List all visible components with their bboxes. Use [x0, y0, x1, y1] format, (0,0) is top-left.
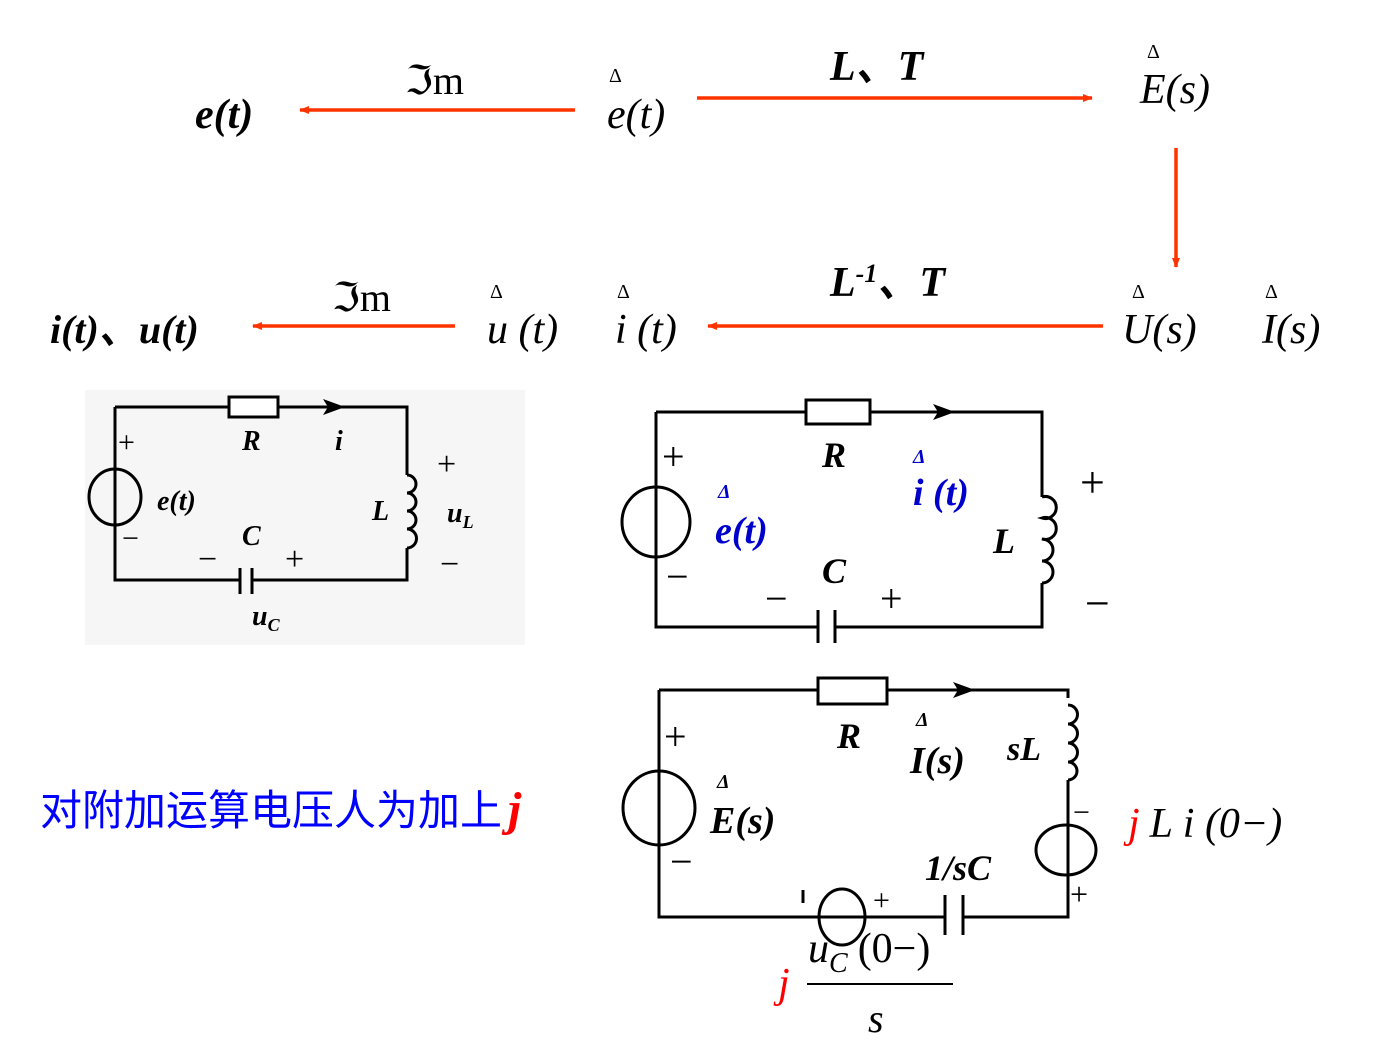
- hat-i: Δ: [617, 281, 630, 303]
- capacitor-icon: [943, 895, 965, 935]
- label-cap: 1/sC: [925, 848, 992, 888]
- sign: +: [1070, 876, 1088, 912]
- voltage-source-icon: [620, 485, 692, 559]
- capacitor-initial-source-icon: [817, 887, 867, 947]
- im-label-bottom: ℑm: [332, 275, 391, 320]
- label-R: R: [821, 435, 846, 475]
- sign: +: [664, 714, 687, 759]
- sign: −: [666, 554, 689, 599]
- inductor-icon: [1067, 703, 1079, 782]
- label-source: e(t): [157, 486, 196, 517]
- cap-source-j: j: [773, 961, 790, 1007]
- image-E: E(s): [1139, 67, 1210, 113]
- inductor-icon: [1036, 495, 1058, 585]
- label-C: C: [242, 521, 261, 552]
- label-C: C: [822, 551, 847, 591]
- voltage-source-icon: [621, 769, 697, 847]
- label-uC: uC: [252, 601, 281, 635]
- cap-source-numerator: uC(0−): [808, 926, 930, 979]
- hat: Δ: [915, 709, 929, 731]
- sign: −: [122, 522, 139, 555]
- circuit-phasor-domain: R Δ i (t) Δ e(t) L C + − + − − +: [620, 398, 1110, 643]
- label-R: R: [241, 426, 261, 457]
- hat: Δ: [716, 771, 730, 793]
- hat-e: Δ: [609, 65, 622, 87]
- sign: +: [662, 434, 685, 479]
- time-signal-e: e(t): [195, 92, 253, 138]
- sign: +: [873, 884, 890, 917]
- label-source: e(t): [715, 510, 768, 552]
- hat-u: Δ: [490, 281, 503, 303]
- phasor-i: i (t): [615, 307, 677, 353]
- image-U: U(s): [1122, 307, 1197, 353]
- label-source: E(s): [709, 800, 775, 842]
- phasor-e: e(t): [607, 92, 665, 138]
- hat: Δ: [717, 481, 731, 503]
- im-label-top: ℑm: [405, 58, 464, 103]
- label-uL: uL: [447, 498, 474, 532]
- sign: −: [440, 546, 459, 583]
- sign: −: [670, 839, 693, 884]
- sign: +: [880, 576, 903, 621]
- inductor-icon: [406, 473, 418, 550]
- voltage-source-icon: [87, 467, 143, 527]
- phasor-u: u (t): [487, 307, 558, 353]
- label-i: i: [335, 426, 343, 457]
- sign: +: [118, 426, 135, 459]
- transform-label: L、T: [829, 44, 926, 90]
- sign: −: [765, 576, 788, 621]
- label-I: I(s): [909, 740, 965, 782]
- hat-I: Δ: [1265, 281, 1278, 303]
- hat-E: Δ: [1147, 41, 1160, 63]
- label-L: L: [371, 496, 389, 527]
- image-I: I(s): [1261, 307, 1320, 353]
- sign: −: [1073, 796, 1090, 829]
- label-R: R: [836, 716, 861, 756]
- label-sL: sL: [1006, 731, 1041, 768]
- label-i: i (t): [913, 472, 969, 514]
- capacitor-icon: [238, 568, 254, 594]
- inverse-transform-label: L-1、T: [829, 259, 947, 306]
- capacitor-icon: [816, 610, 837, 643]
- circuit-time-domain: R i e(t) L C uL uC + − + − − +: [85, 390, 525, 645]
- sign: −: [1085, 579, 1110, 628]
- hat: Δ: [912, 446, 926, 468]
- label-L: L: [992, 521, 1015, 561]
- sign: +: [1080, 458, 1105, 507]
- sign: −: [198, 541, 217, 578]
- sign: +: [437, 446, 456, 483]
- hat-U: Δ: [1132, 281, 1145, 303]
- inductor-initial-source-icon: [1034, 823, 1098, 877]
- cap-source-denominator: s: [868, 996, 884, 1041]
- sign: +: [285, 541, 304, 578]
- time-responses: i(t)、u(t): [50, 307, 199, 352]
